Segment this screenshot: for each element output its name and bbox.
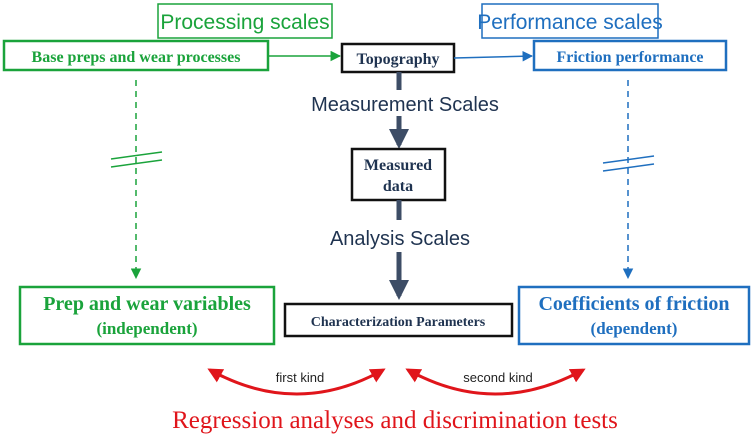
arrow-topography-to-friction	[453, 50, 534, 62]
prep-wear-variables-box: Prep and wear variables (independent)	[18, 285, 276, 346]
break-mark-left	[110, 151, 163, 168]
first-kind-curved-arrow	[207, 368, 386, 396]
prep-wear-line1: Prep and wear variables	[43, 293, 251, 315]
characterization-parameters-box: Characterization Parameters	[283, 302, 514, 338]
analysis-scales-label: Analysis Scales	[330, 228, 470, 250]
base-preps-label: Base preps and wear processes	[32, 49, 241, 66]
processing-scales-header: Processing scales	[157, 3, 333, 39]
coefficients-of-friction-box: Coefficients of friction (dependent)	[517, 285, 751, 346]
measurement-scales-label: Measurement Scales	[311, 94, 499, 116]
topography-label: Topography	[357, 51, 440, 68]
measured-data-line2: data	[383, 178, 413, 195]
performance-scales-label: Performance scales	[477, 11, 663, 34]
processing-scales-label: Processing scales	[160, 11, 329, 34]
first-kind-label: first kind	[276, 370, 324, 385]
coefficients-line2: (dependent)	[591, 319, 678, 338]
friction-performance-label: Friction performance	[556, 49, 703, 66]
break-mark-right	[602, 155, 655, 172]
characterization-parameters-label: Characterization Parameters	[311, 315, 486, 330]
topography-box: Topography	[340, 42, 456, 74]
friction-performance-box: Friction performance	[532, 39, 728, 72]
coefficients-line1: Coefficients of friction	[538, 293, 729, 315]
performance-scales-header: Performance scales	[477, 3, 663, 39]
measured-data-line1: Measured	[364, 157, 432, 174]
regression-label: Regression analyses and discrimination t…	[172, 407, 618, 434]
prep-wear-line2: (independent)	[96, 319, 197, 338]
base-preps-box: Base preps and wear processes	[2, 39, 270, 72]
second-kind-label: second kind	[463, 370, 532, 385]
second-kind-curved-arrow	[405, 368, 586, 396]
measured-data-box: Measured data	[350, 147, 447, 202]
